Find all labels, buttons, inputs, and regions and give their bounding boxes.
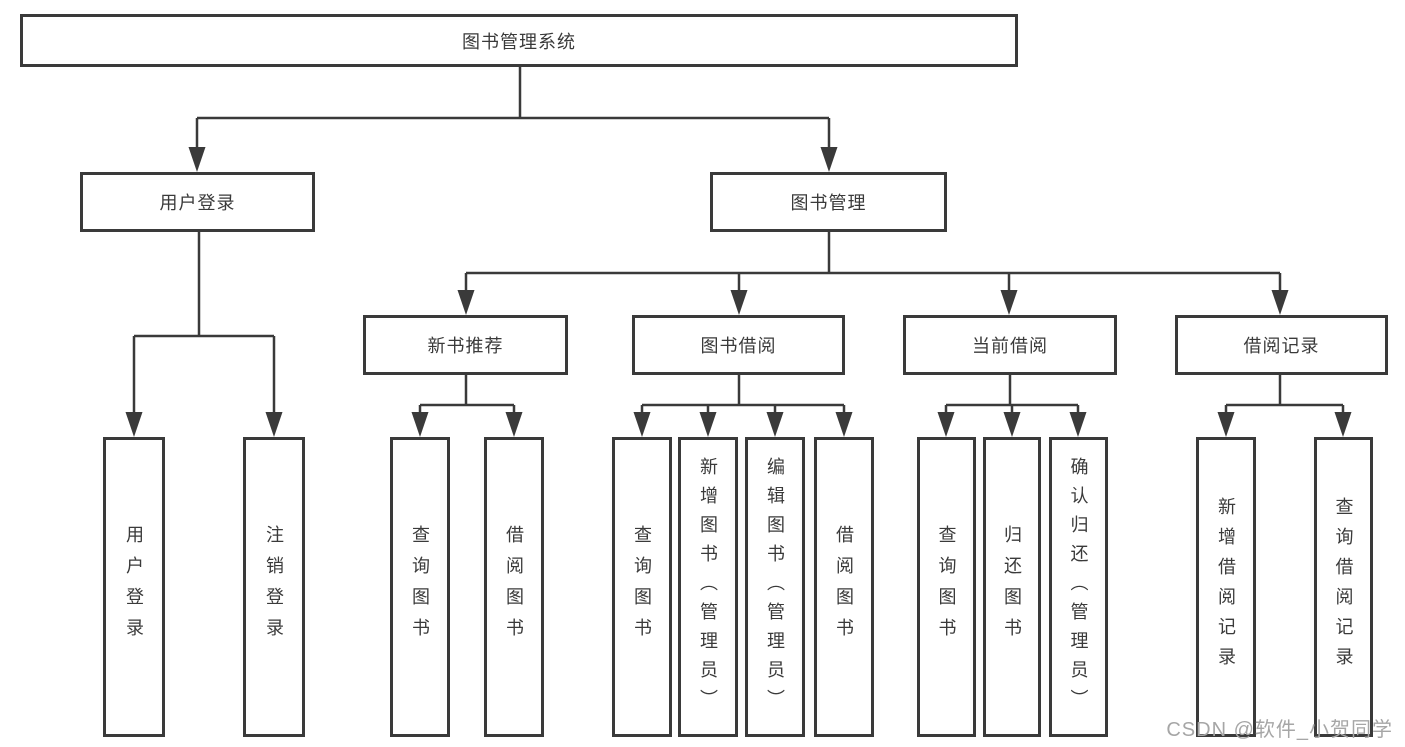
node-leaf-return-book: 归还图书 [983,437,1041,737]
node-label: 编辑图书（管理员） [765,456,785,718]
node-label: 注销登录 [264,525,284,649]
node-book-borrow: 图书借阅 [632,315,845,375]
node-label: 图书借阅 [700,336,777,356]
node-label: 用户登录 [124,525,144,649]
arrow-down-icon [1069,412,1087,437]
arrow-down-icon [820,147,838,172]
arrow-down-icon [265,412,283,437]
node-label: 图书管理 [790,193,867,213]
arrow-down-icon [1000,290,1018,315]
arrow-down-icon [188,147,206,172]
node-leaf-borrow-book-bb: 借阅图书 [814,437,874,737]
arrow-down-icon [411,412,429,437]
arrow-down-icon [505,412,523,437]
node-label: 借阅图书 [504,525,524,649]
node-label: 新增图书（管理员） [698,456,718,718]
node-leaf-query-book-rec: 查询图书 [390,437,450,737]
node-new-book-recommend: 新书推荐 [363,315,568,375]
arrow-down-icon [633,412,651,437]
arrow-down-icon [699,412,717,437]
node-label: 借阅记录 [1243,336,1320,356]
arrow-down-icon [1271,290,1289,315]
node-label: 查询图书 [936,525,957,649]
node-label: 确认归还（管理员） [1068,456,1089,718]
arrow-down-icon [937,412,955,437]
arrow-down-icon [730,290,748,315]
node-leaf-borrow-book-rec: 借阅图书 [484,437,544,737]
arrow-down-icon [1003,412,1021,437]
node-user-login: 用户登录 [80,172,315,232]
node-borrow-record: 借阅记录 [1175,315,1388,375]
node-leaf-query-book-cb: 查询图书 [917,437,976,737]
node-book-management: 图书管理 [710,172,947,232]
node-leaf-add-book-admin: 新增图书（管理员） [678,437,738,737]
node-label: 用户登录 [159,193,236,213]
arrow-down-icon [1334,412,1352,437]
node-label: 查询图书 [632,525,652,649]
arrow-down-icon [457,290,475,315]
node-leaf-logout: 注销登录 [243,437,305,737]
node-label: 新书推荐 [427,336,504,356]
node-leaf-add-borrow-record: 新增借阅记录 [1196,437,1256,737]
arrow-down-icon [766,412,784,437]
node-leaf-user-login: 用户登录 [103,437,165,737]
node-label: 当前借阅 [972,336,1048,356]
arrow-down-icon [125,412,143,437]
node-leaf-confirm-return-admin: 确认归还（管理员） [1049,437,1108,737]
node-label: 查询借阅记录 [1333,497,1354,677]
node-label: 新增借阅记录 [1216,497,1236,677]
node-root: 图书管理系统 [20,14,1018,67]
node-leaf-edit-book-admin: 编辑图书（管理员） [745,437,805,737]
arrow-down-icon [835,412,853,437]
node-label: 图书管理系统 [462,31,576,52]
arrow-down-icon [1217,412,1235,437]
node-leaf-query-book-bb: 查询图书 [612,437,672,737]
node-label: 借阅图书 [834,525,854,649]
node-label: 查询图书 [410,525,430,649]
node-label: 归还图书 [1002,525,1022,649]
node-current-borrow: 当前借阅 [903,315,1117,375]
csdn-watermark: CSDN @软件_小贺同学 [1166,719,1393,741]
node-leaf-query-borrow-record: 查询借阅记录 [1314,437,1373,737]
